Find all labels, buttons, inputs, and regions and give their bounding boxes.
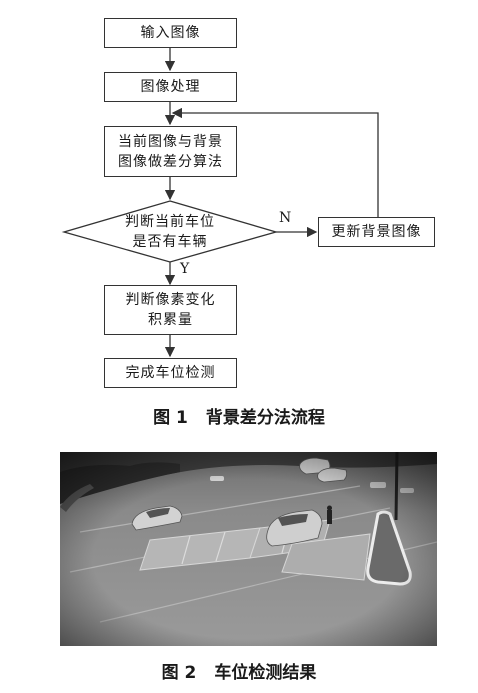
parking-lot-photo [60,452,437,646]
step-update-background: 更新背景图像 [318,217,435,247]
step-accumulate: 判断像素变化 积累量 [104,285,237,335]
figure1-caption: 图 1 背景差分法流程 [0,403,478,428]
step-diff-line1: 当前图像与背景 [118,133,223,150]
label-yes: Y [180,261,190,277]
figure2-caption: 图 2 车位检测结果 [0,658,478,683]
step-done: 完成车位检测 [104,358,237,388]
figure2-number: 图 2 [161,663,197,683]
step-image-processing: 图像处理 [104,72,237,102]
step-update-label: 更新背景图像 [331,224,422,240]
step-process-label: 图像处理 [140,79,201,95]
decision-text: 判断当前车位 是否有车辆 [110,211,230,253]
step-done-label: 完成车位检测 [125,365,216,381]
label-no: N [279,210,292,226]
flowchart-connectors [61,47,379,358]
figure1-number: 图 1 [153,408,188,428]
step-input-label: 输入图像 [140,25,201,41]
step-diff-line2: 图像做差分算法 [118,153,223,170]
decision-line1: 判断当前车位 [125,214,215,230]
step-accumulate-line2: 积累量 [148,312,193,328]
figure2-title: 车位检测结果 [214,663,317,683]
arrow-update-feedback [171,107,379,217]
step-accumulate-line1: 判断像素变化 [125,292,216,308]
figure1-title: 背景差分法流程 [205,408,325,428]
decision-line2: 是否有车辆 [132,234,208,250]
step-difference: 当前图像与背景 图像做差分算法 [104,126,237,177]
step-input-image: 输入图像 [104,18,237,48]
